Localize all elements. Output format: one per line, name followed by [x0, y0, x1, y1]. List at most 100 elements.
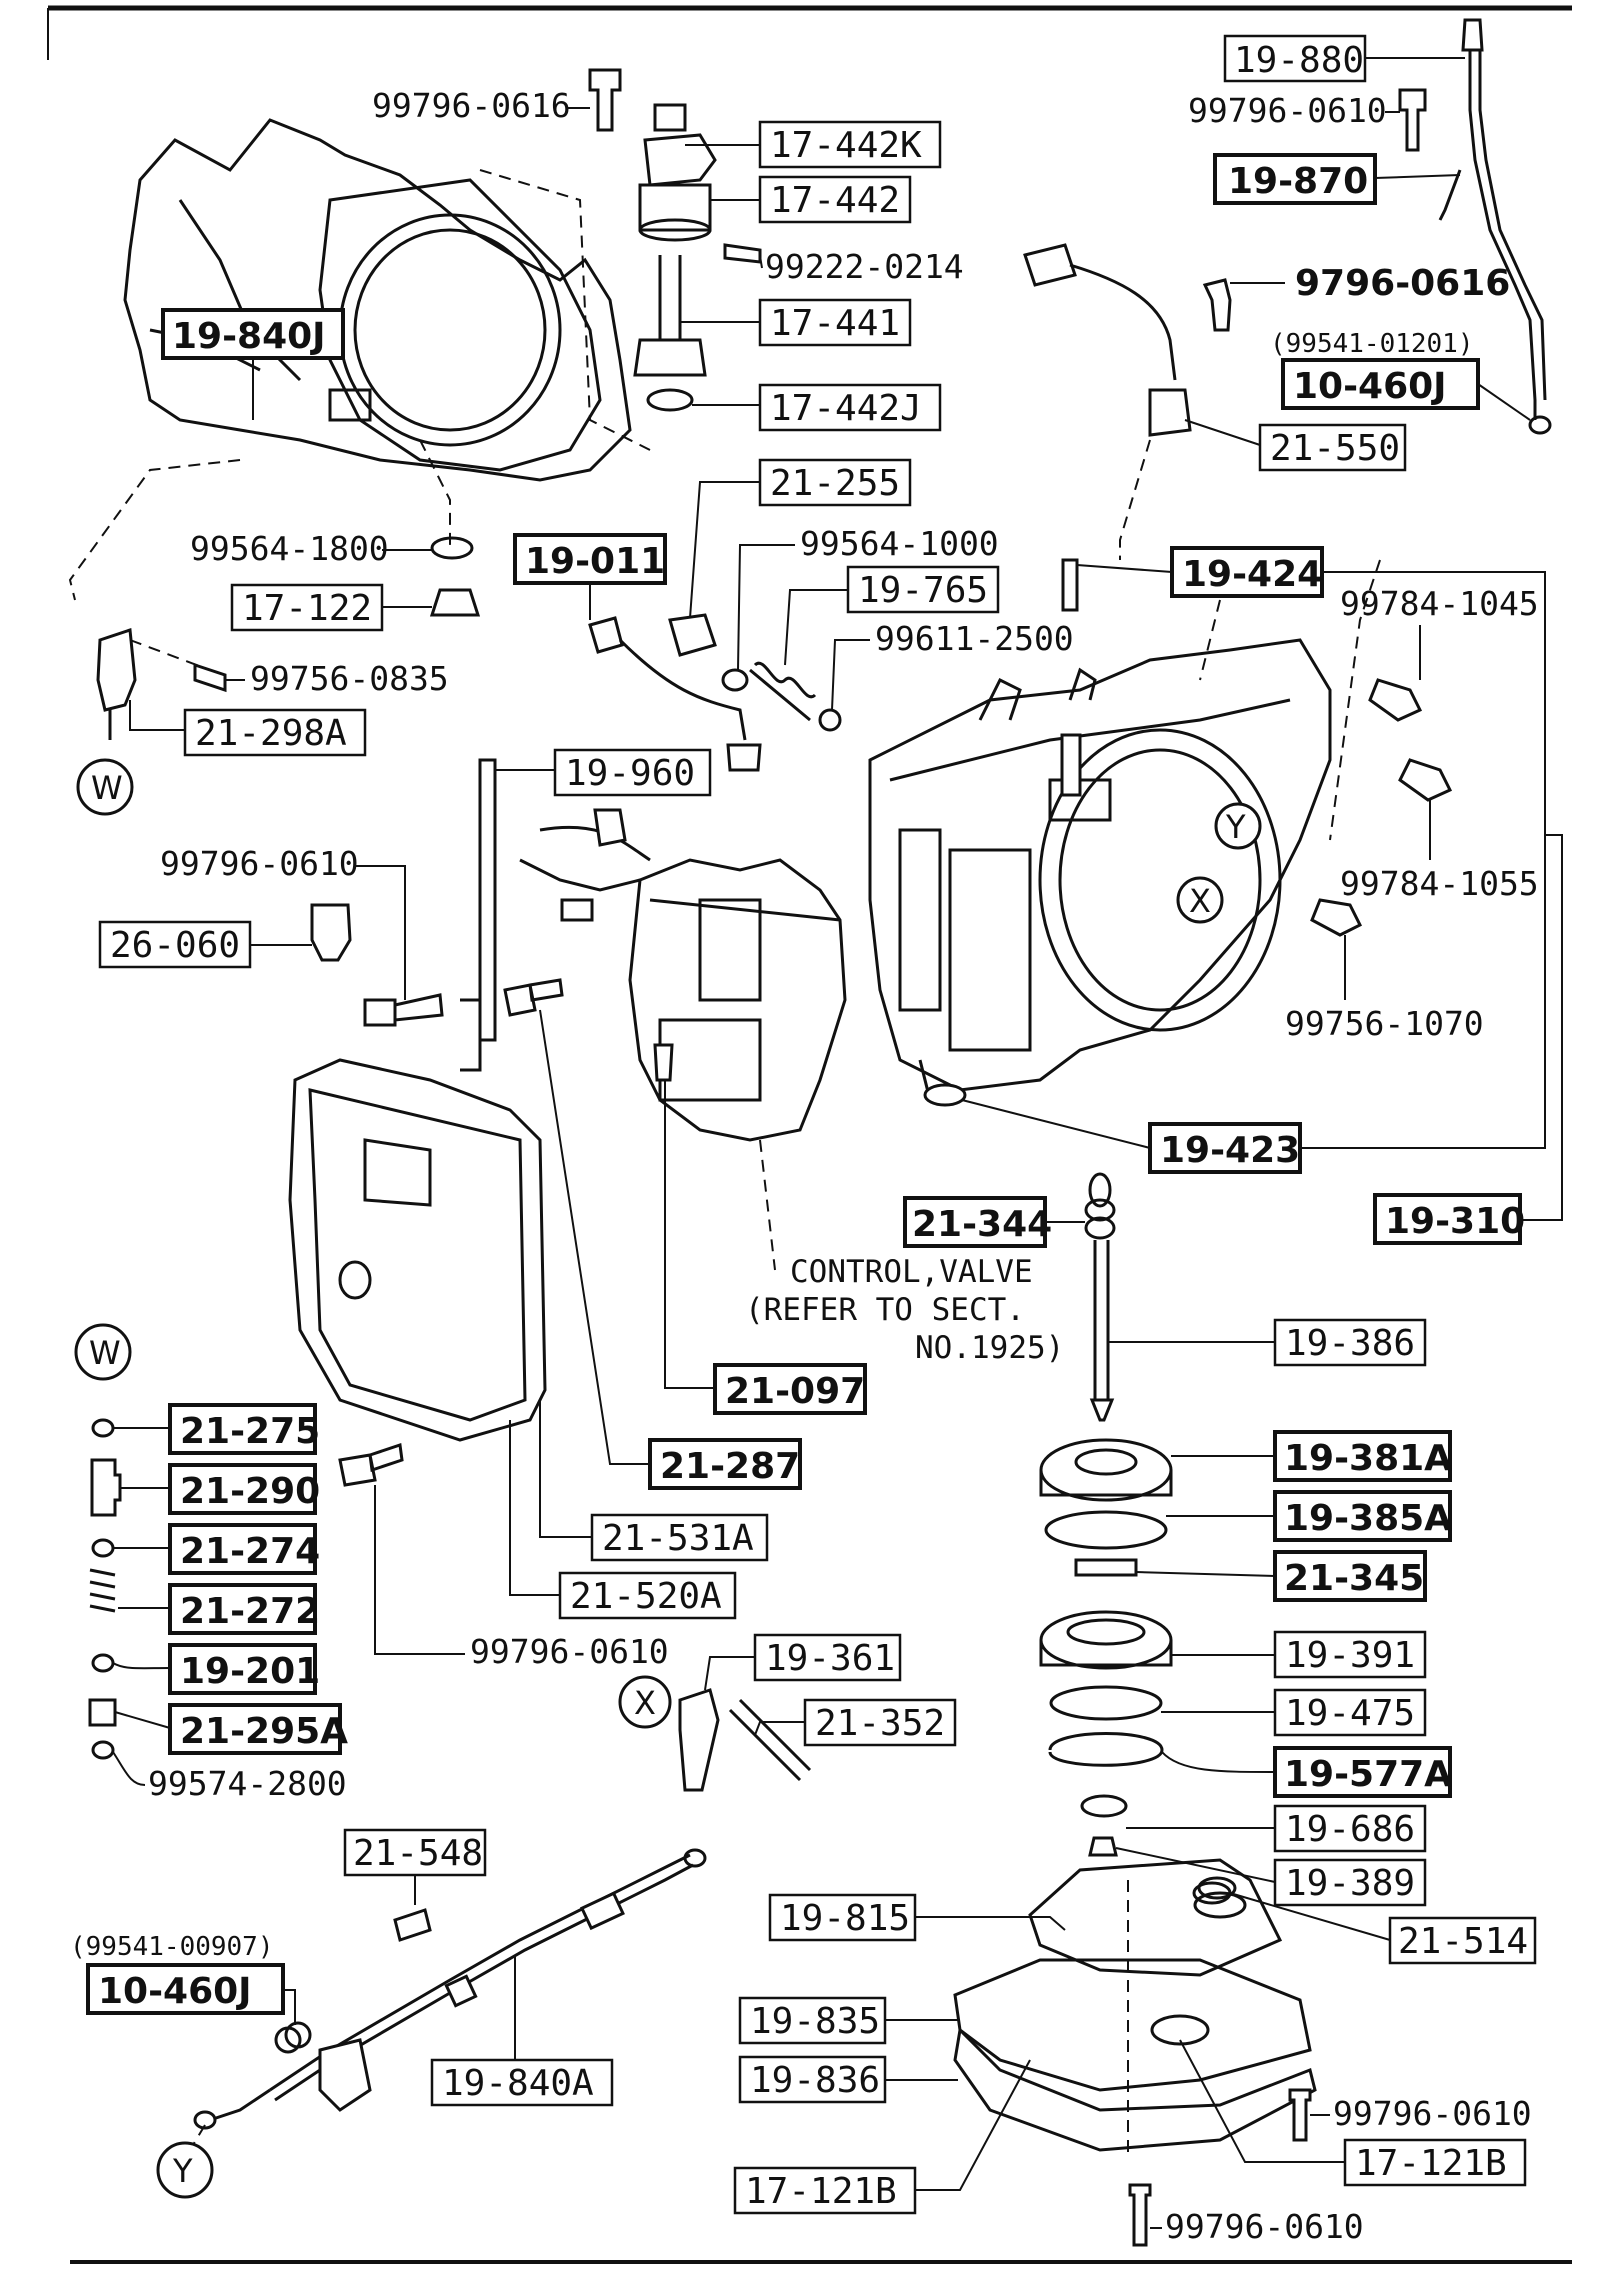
label-21-274: 21-274: [180, 1531, 320, 1572]
control-valve-note-3: NO.1925): [915, 1330, 1064, 1366]
label-99796-0616: 99796-0616: [372, 86, 571, 125]
label-99784-1055: 99784-1055: [1340, 864, 1539, 903]
leader-21-550: [1184, 419, 1261, 446]
label-21-520a: 21-520A: [570, 1576, 722, 1617]
box-19-389: [1273, 1858, 1427, 1907]
leader-19-201: [112, 1662, 171, 1670]
leader-99564-1800: [419, 439, 451, 545]
box-19-815: [768, 1893, 917, 1942]
label-19-836: 19-836: [750, 2060, 880, 2101]
label-19-960: 19-960: [565, 753, 695, 794]
label-19-361: 19-361: [765, 1638, 895, 1679]
label-19-391: 19-391: [1285, 1635, 1415, 1676]
connector-21-298a-drawing: [96, 627, 211, 740]
bolt-99796-0610-top: [1398, 88, 1427, 152]
label-17-441: 17-441: [770, 303, 900, 344]
label-19-386: 19-386: [1285, 1323, 1415, 1364]
box-19-686: [1273, 1804, 1427, 1853]
bolt-99796-0610-low: [338, 1443, 404, 1487]
label-21-298a: 21-298A: [195, 713, 347, 754]
label-19-381a: 19-381A: [1284, 1438, 1452, 1479]
label-99796-0610-mid: 99796-0610: [160, 844, 359, 883]
label-21-287: 21-287: [660, 1446, 800, 1487]
label-19-765: 19-765: [858, 570, 988, 611]
bolt-99796-0610-pan: [1288, 2088, 1312, 2142]
label-99611-2500: 99611-2500: [875, 619, 1074, 658]
leader-99796-0610-low: [374, 1485, 465, 1655]
label-21-290: 21-290: [180, 1471, 320, 1512]
label-99796-0610-bottom: 99796-0610: [1165, 2207, 1364, 2246]
label-17-121b-left: 17-121B: [745, 2171, 897, 2212]
label-99564-1000: 99564-1000: [800, 524, 999, 563]
box-19-835: [738, 1996, 887, 2045]
label-17-121b-right: 17-121B: [1355, 2143, 1507, 2184]
label-99796-0610-top: 99796-0610: [1188, 91, 1387, 130]
marker-x-case: X: [1189, 882, 1211, 920]
pipe-19-960-drawing: [460, 758, 497, 1072]
label-21-097: 21-097: [725, 1371, 865, 1412]
box-21-287: [648, 1438, 802, 1490]
label-17-122: 17-122: [242, 588, 372, 629]
speedometer-driven-gear-drawing: [633, 103, 762, 412]
box-21-275: [168, 1403, 317, 1455]
bolt-99756-1070: [1310, 898, 1363, 937]
box-21-548: [343, 1828, 487, 1877]
label-99756-1070: 99756-1070: [1285, 1004, 1484, 1043]
leader-21-287: [539, 1009, 650, 1465]
label-19-577a: 19-577A: [1284, 1754, 1452, 1795]
control-valve-leader: [759, 1139, 776, 1271]
label-19-880: 19-880: [1234, 40, 1364, 81]
label-17-442j: 17-442J: [770, 388, 922, 429]
leader-21-531a: [539, 1400, 592, 1538]
label-21-531a: 21-531A: [602, 1518, 754, 1559]
leader-21-514: [1229, 1892, 1391, 1941]
label-99756-0835: 99756-0835: [250, 659, 449, 698]
box-19-386: [1273, 1318, 1427, 1367]
marker-y-case: Y: [1225, 808, 1246, 846]
box-21-097: [713, 1363, 867, 1415]
solenoid-21-255-drawing: [668, 613, 842, 732]
box-21-274: [168, 1523, 317, 1575]
label-99541-01201: (99541-01201): [1270, 329, 1474, 359]
leader-21-295a: [114, 1711, 171, 1729]
box-19-765: [846, 565, 1000, 614]
marker-circle-x-case: [1176, 876, 1224, 924]
leader-99564-1000: [737, 544, 795, 671]
box-19-840j: [161, 308, 345, 360]
label-21-514: 21-514: [1398, 1921, 1528, 1962]
case-dash-link-2: [1329, 559, 1381, 841]
box-21-514: [1388, 1916, 1537, 1965]
box-21-352: [803, 1698, 957, 1747]
label-21-550: 21-550: [1270, 428, 1400, 469]
leader-19-310: [1520, 834, 1563, 1221]
leader-17-121b-left: [915, 2059, 1031, 2191]
plug-17-122: [429, 588, 481, 617]
label-19-389: 19-389: [1285, 1863, 1415, 1904]
converter-housing-drawing: [68, 118, 651, 601]
leader-19-815: [915, 1916, 1066, 1931]
label-21-275: 21-275: [180, 1411, 320, 1452]
label-21-345: 21-345: [1284, 1558, 1424, 1599]
label-19-201: 19-201: [180, 1651, 320, 1692]
bolt-99784-1055: [1398, 758, 1453, 802]
leader-99796-0610-mid: [355, 865, 406, 1000]
bolt-9796-0616: [1202, 278, 1232, 332]
box-19-391: [1273, 1630, 1427, 1679]
box-19-424: [1170, 546, 1324, 598]
marker-w-left: W: [89, 1334, 121, 1372]
lower-oil-pan-drawing: [953, 1858, 1317, 2152]
washer-99564-1800: [430, 536, 474, 560]
label-99796-0610-pan: 99796-0610: [1333, 2094, 1532, 2133]
label-21-295a: 21-295A: [180, 1711, 348, 1752]
label-9796-0616: 9796-0616: [1295, 263, 1510, 304]
sensor-21-550-drawing: [1023, 243, 1192, 560]
control-valve-note-1: CONTROL,VALVE: [790, 1254, 1033, 1290]
label-19-815: 19-815: [780, 1898, 910, 1939]
marker-circle-w-top: [76, 758, 134, 816]
box-19-385a: [1273, 1490, 1452, 1542]
label-19-835: 19-835: [750, 2001, 880, 2042]
oil-level-gauge-drawing: [1438, 18, 1552, 435]
leader-21-345: [1135, 1571, 1276, 1577]
box-10-460j-top: [1281, 358, 1480, 410]
label-26-060: 26-060: [110, 925, 240, 966]
